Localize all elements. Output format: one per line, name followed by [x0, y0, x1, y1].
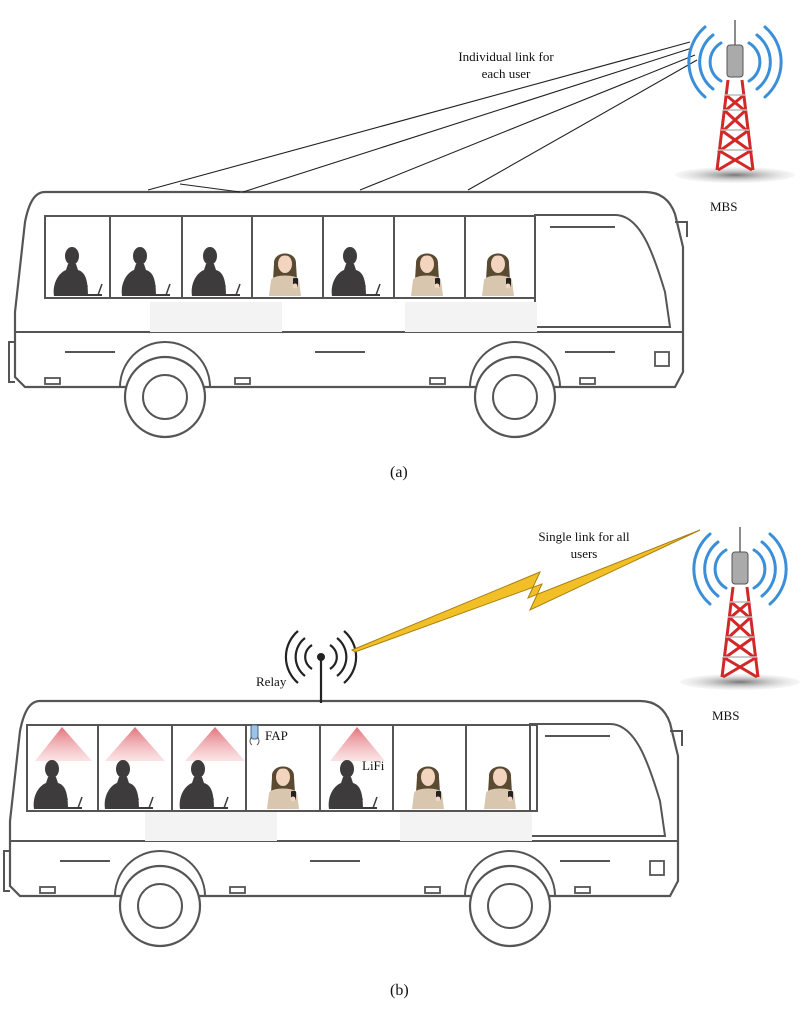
mbs-label-a: MBS: [710, 199, 738, 214]
lifi-label: LiFi: [362, 758, 385, 773]
window-row-a: [44, 215, 536, 299]
caption-b: (b): [390, 982, 409, 999]
passenger-a1: [52, 246, 103, 297]
mbs-tower-b: [678, 525, 802, 692]
passenger-b6: [412, 766, 444, 809]
annotation-a-line1: Individual link for: [458, 49, 554, 64]
passenger-a6: [411, 253, 443, 296]
relay-antenna-icon: [284, 630, 358, 703]
passenger-a7: [482, 253, 514, 296]
passenger-b2: [103, 759, 154, 810]
lifi-cones: [35, 727, 385, 761]
fap-label: FAP: [265, 728, 288, 743]
fap-icon: [249, 724, 260, 746]
caption-a: (a): [390, 464, 408, 481]
passenger-a3: [190, 246, 241, 297]
annotation-b: Single link for all users: [520, 528, 648, 562]
passenger-b3: [178, 759, 229, 810]
annotation-a-line2: each user: [481, 66, 531, 81]
annotation-b-line2: users: [570, 546, 598, 561]
passenger-a5: [330, 246, 381, 297]
single-link-bolt: [350, 529, 701, 653]
panel-b: [2, 525, 802, 948]
annotation-a: Individual link for each user: [432, 48, 580, 82]
passenger-b4: [267, 766, 299, 809]
passenger-a4: [269, 253, 301, 296]
annotation-b-line1: Single link for all: [538, 529, 630, 544]
bus-b: [2, 699, 684, 948]
passenger-a2: [120, 246, 171, 297]
window-row-b: [26, 724, 538, 812]
bus-a: [7, 190, 689, 439]
panel-a: [7, 18, 797, 439]
relay-label: Relay: [256, 674, 287, 689]
passenger-b1: [32, 759, 83, 810]
passenger-b7: [484, 766, 516, 809]
mbs-label-b: MBS: [712, 708, 740, 723]
individual-links: [147, 41, 698, 193]
mbs-tower-a: [673, 18, 797, 185]
